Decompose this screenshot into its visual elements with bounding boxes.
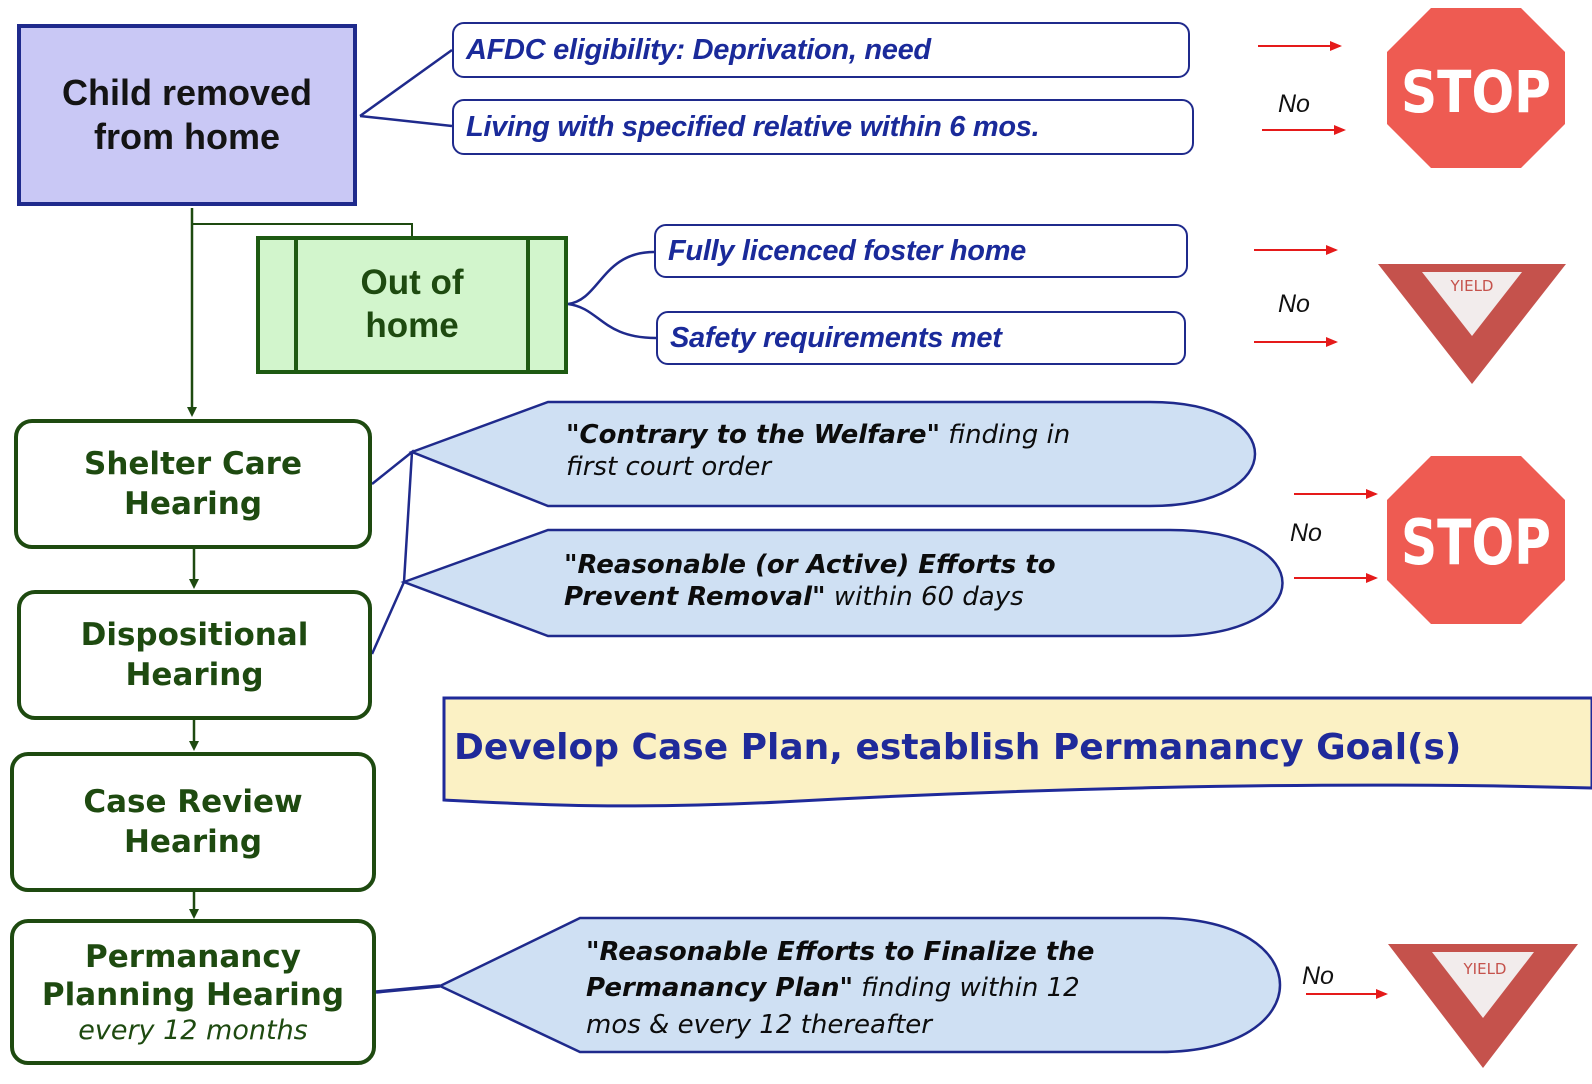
- callout-finalize-shape: [437, 916, 1282, 1054]
- reasonable-efforts-finding: "Reasonable (or Active) Efforts to Preve…: [564, 550, 1204, 613]
- permanancy-planning-hearing: Permanancy Planning Hearing every 12 mon…: [10, 919, 376, 1065]
- yield-sign-text: YIELD: [1463, 960, 1507, 978]
- hearing-line1: Permanancy: [85, 938, 301, 975]
- hearing-line2: Planning Hearing: [41, 977, 345, 1014]
- shelter-care-hearing: Shelter Care Hearing: [14, 419, 372, 549]
- hearing-line1: Case Review: [83, 783, 303, 820]
- case-review-hearing: Case Review Hearing: [10, 752, 376, 892]
- hearing-line2: Hearing: [123, 486, 263, 522]
- yield-sign-icon: YIELD: [1388, 944, 1578, 1068]
- no-label: No: [1278, 90, 1310, 118]
- yield-sign-icon: YIELD: [1378, 264, 1566, 384]
- contrary-welfare-finding: "Contrary to the Welfare" finding in fir…: [566, 420, 1166, 483]
- specified-relative-criterion: Living with specified relative within 6 …: [452, 99, 1194, 155]
- no-label: No: [1302, 962, 1334, 990]
- finding-bold-line2: Prevent Removal": [564, 581, 826, 612]
- connector-child-to-relative: [359, 114, 453, 128]
- hearing-line2: Hearing: [123, 824, 263, 860]
- connector-permanancy-to-callout: [375, 984, 441, 994]
- stop-sign-text: STOP: [1401, 506, 1551, 579]
- finding-bold-line1: "Reasonable Efforts to Finalize the: [586, 937, 1095, 967]
- dispositional-hearing: Dispositional Hearing: [17, 590, 372, 720]
- licenced-foster-home-criterion: Fully licenced foster home: [654, 224, 1188, 278]
- connector-shelter-to-callouts: [370, 449, 414, 655]
- finding-rest-line2: finding within 12: [853, 973, 1080, 1004]
- yield-sign-text: YIELD: [1450, 277, 1494, 295]
- afdc-eligibility-criterion: AFDC eligibility: Deprivation, need: [452, 22, 1190, 78]
- out-of-home-box: Out of home: [256, 236, 568, 374]
- case-plan-text: Develop Case Plan, establish Permanancy …: [454, 727, 1462, 768]
- no-label: No: [1290, 519, 1322, 547]
- finding-line3: mos & every 12 thereafter: [586, 1009, 932, 1040]
- child-removed-box: Child removed from home: [17, 24, 357, 206]
- finding-rest: within 60 days: [825, 581, 1024, 612]
- stop-sign-icon: STOP: [1387, 8, 1565, 168]
- out-of-home-line1: Out of: [360, 263, 464, 303]
- callout-reasonable-shape: [400, 528, 1284, 638]
- connector-outofhome-brace: [567, 250, 657, 340]
- finding-rest: finding in: [940, 420, 1071, 450]
- stop-sign-icon: STOP: [1387, 456, 1565, 624]
- out-of-home-line2: home: [365, 306, 459, 345]
- callout-contrary-shape: [408, 400, 1257, 508]
- finding-bold-line1: "Reasonable (or Active) Efforts to: [564, 550, 1056, 580]
- case-plan-shape: [442, 696, 1592, 808]
- hearing-frequency: every 12 months: [78, 1015, 308, 1047]
- finalize-plan-finding: "Reasonable Efforts to Finalize the Perm…: [586, 934, 1246, 1043]
- finding-bold-line2: Permanancy Plan": [586, 973, 853, 1004]
- connector-child-to-outofhome: [192, 223, 413, 238]
- hearing-line1: Shelter Care: [84, 445, 302, 482]
- child-removed-line1: Child removed: [61, 72, 313, 114]
- finding-bold: "Contrary to the Welfare": [566, 420, 941, 450]
- stop-sign-text: STOP: [1401, 58, 1551, 126]
- finding-rest-line2: first court order: [566, 451, 772, 482]
- safety-requirements-criterion: Safety requirements met: [656, 311, 1186, 365]
- child-removed-line2: from home: [93, 116, 280, 157]
- no-label: No: [1278, 290, 1310, 318]
- hearing-line2: Hearing: [125, 657, 264, 693]
- connector-child-to-afdc: [359, 48, 453, 118]
- hearing-line1: Dispositional: [80, 616, 309, 653]
